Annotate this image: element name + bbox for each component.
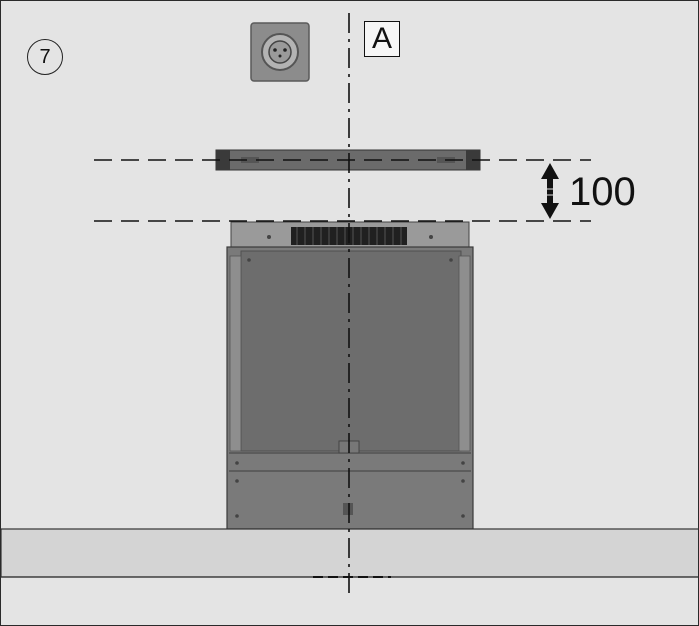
- step-number-badge: 7: [27, 39, 63, 75]
- appliance-top: [230, 221, 470, 248]
- power-outlet-icon: [250, 22, 310, 82]
- reference-label-a: A: [364, 21, 400, 57]
- dimension-label: 100: [569, 170, 636, 214]
- worktop: [1, 528, 698, 578]
- double-arrow-icon: [541, 163, 559, 219]
- appliance-body: [226, 246, 474, 530]
